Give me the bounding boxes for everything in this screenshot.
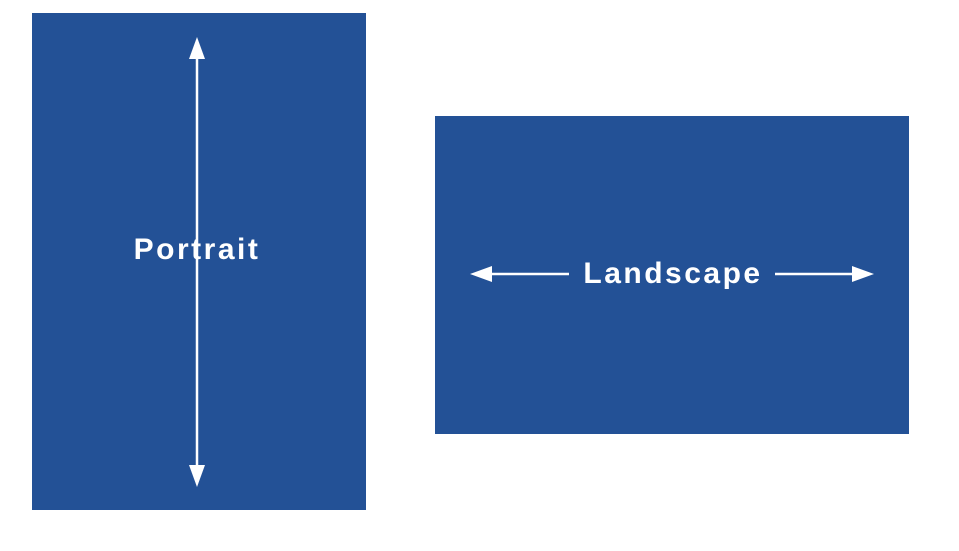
portrait-arrow-head-bottom: [189, 465, 205, 487]
horizontal-double-arrow-icon: [470, 266, 874, 282]
portrait-arrow-head-top: [189, 37, 205, 59]
landscape-label: Landscape: [583, 257, 763, 290]
portrait-label: Portrait: [133, 233, 261, 266]
vertical-double-arrow-icon: [189, 37, 205, 487]
landscape-arrow-head-right: [852, 266, 874, 282]
landscape-arrow-head-left: [470, 266, 492, 282]
portrait-panel: Portrait: [32, 13, 366, 510]
landscape-panel: Landscape: [435, 116, 909, 434]
